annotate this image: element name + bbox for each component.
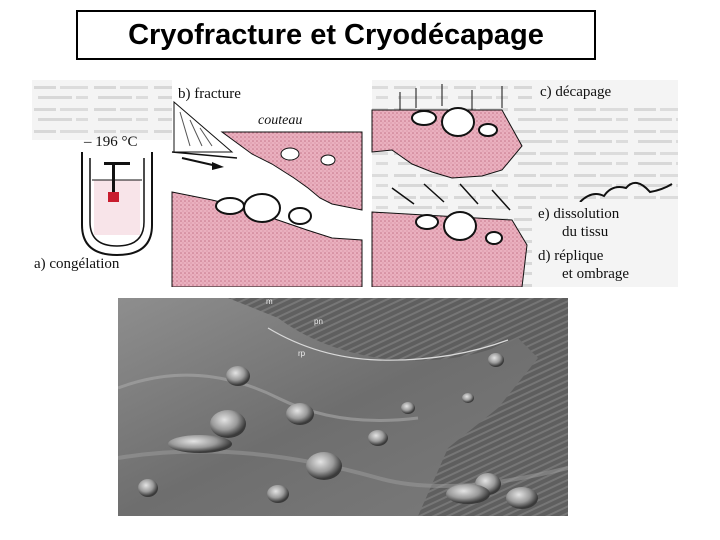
vesicle [478, 123, 498, 137]
slide-title-box: Cryofracture et Cryodécapage [76, 10, 596, 60]
freeze-fracture-micrograph: m pn rp [118, 298, 568, 516]
label-d-line1: d) réplique [538, 248, 604, 264]
replica-line [579, 181, 673, 203]
vesicle [210, 410, 246, 438]
slide-title: Cryofracture et Cryodécapage [128, 18, 544, 51]
temperature-label: – 196 °C [83, 134, 138, 150]
micro-label-rp: rp [298, 349, 306, 358]
vesicle [320, 154, 336, 166]
tissue-upper-block [220, 131, 363, 211]
vesicle [446, 484, 490, 504]
vesicle [168, 435, 232, 453]
vesicle [267, 485, 289, 503]
cryofracture-diagram: – 196 °C a) congélation b) fracture cout… [32, 80, 678, 287]
dewar-flask [32, 140, 172, 287]
vesicle [226, 366, 250, 386]
vesicle [138, 479, 158, 497]
label-e-line2: du tissu [562, 224, 609, 240]
label-d-line2: et ombrage [562, 266, 629, 282]
frozen-sample [108, 192, 119, 202]
vesicle [415, 214, 439, 230]
vesicle [286, 403, 314, 425]
vesicle [243, 193, 281, 223]
nuclear-membrane-texture [228, 298, 568, 516]
label-a: a) congélation [34, 256, 120, 272]
label-c: c) décapage [540, 84, 612, 100]
vesicle [506, 487, 538, 509]
vesicle [368, 430, 388, 446]
label-e-line1: e) dissolution [538, 206, 620, 222]
vesicle [215, 197, 245, 215]
vesicle [401, 402, 415, 414]
tissue-shadowed-block [371, 211, 528, 287]
vesicle [411, 110, 437, 126]
vesicle [443, 211, 477, 241]
label-b: b) fracture [178, 86, 241, 102]
micro-label-m: m [266, 298, 273, 306]
vesicle [441, 107, 475, 137]
knife-label: couteau [258, 113, 302, 128]
vesicle [488, 353, 504, 367]
membrane-edge [267, 327, 509, 361]
micro-label-pn: pn [314, 317, 323, 326]
vesicle [485, 231, 503, 245]
vesicle [280, 147, 300, 161]
vesicle [306, 452, 342, 480]
vesicle [288, 207, 312, 225]
vesicle [462, 393, 474, 403]
